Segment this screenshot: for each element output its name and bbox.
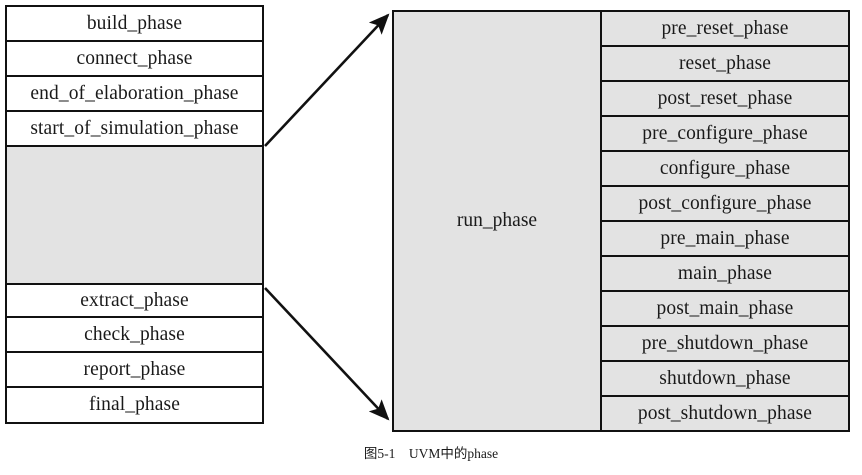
- run-subphase-list: pre_reset_phase reset_phase post_reset_p…: [600, 12, 848, 430]
- subphase-cell-reset[interactable]: reset_phase: [602, 47, 848, 82]
- subphase-cell-pre-shutdown[interactable]: pre_shutdown_phase: [602, 327, 848, 362]
- subphase-label: pre_main_phase: [660, 227, 790, 249]
- subphase-label: pre_shutdown_phase: [641, 332, 809, 354]
- subphase-cell-main[interactable]: main_phase: [602, 257, 848, 292]
- subphase-label: shutdown_phase: [659, 367, 791, 389]
- phase-label: final_phase: [89, 394, 180, 416]
- subphase-label: post_main_phase: [656, 297, 794, 319]
- subphase-label: configure_phase: [659, 157, 791, 179]
- subphase-cell-pre-configure[interactable]: pre_configure_phase: [602, 117, 848, 152]
- arrow-top: [264, 13, 390, 147]
- run-phase-label: run_phase: [456, 210, 538, 232]
- figure-caption: 图5-1 UVM中的phase: [363, 446, 499, 461]
- phase-cell-extract[interactable]: extract_phase: [7, 283, 262, 318]
- phase-label: extract_phase: [80, 289, 189, 311]
- subphase-cell-post-configure[interactable]: post_configure_phase: [602, 187, 848, 222]
- phase-cell-connect[interactable]: connect_phase: [7, 42, 262, 77]
- run-phase-label-cell[interactable]: run_phase: [394, 12, 600, 430]
- left-phase-column: build_phase connect_phase end_of_elabora…: [5, 5, 264, 424]
- arrow-bottom: [264, 287, 390, 421]
- subphase-cell-post-shutdown[interactable]: post_shutdown_phase: [602, 397, 848, 430]
- subphase-cell-post-reset[interactable]: post_reset_phase: [602, 82, 848, 117]
- subphase-cell-pre-reset[interactable]: pre_reset_phase: [602, 12, 848, 47]
- subphase-cell-post-main[interactable]: post_main_phase: [602, 292, 848, 327]
- subphase-label: post_reset_phase: [657, 87, 793, 109]
- subphase-cell-configure[interactable]: configure_phase: [602, 152, 848, 187]
- run-phase-placeholder-region: [7, 147, 262, 283]
- subphase-label: post_configure_phase: [638, 192, 812, 214]
- run-phase-box: run_phase pre_reset_phase reset_phase po…: [392, 10, 850, 432]
- subphase-label: pre_reset_phase: [661, 17, 789, 39]
- phase-label: check_phase: [84, 323, 185, 345]
- subphase-cell-pre-main[interactable]: pre_main_phase: [602, 222, 848, 257]
- phase-label: end_of_elaboration_phase: [30, 82, 239, 104]
- subphase-cell-shutdown[interactable]: shutdown_phase: [602, 362, 848, 397]
- phase-label: build_phase: [86, 12, 183, 34]
- phase-label: start_of_simulation_phase: [30, 117, 239, 139]
- subphase-label: post_shutdown_phase: [637, 402, 813, 424]
- pre-run-phase-group: build_phase connect_phase end_of_elabora…: [7, 7, 262, 147]
- phase-cell-start-of-simulation[interactable]: start_of_simulation_phase: [7, 112, 262, 147]
- subphase-label: pre_configure_phase: [642, 122, 808, 144]
- phase-cell-build[interactable]: build_phase: [7, 7, 262, 42]
- subphase-label: reset_phase: [678, 52, 772, 74]
- phase-cell-report[interactable]: report_phase: [7, 353, 262, 388]
- phase-cell-check[interactable]: check_phase: [7, 318, 262, 353]
- post-run-phase-group: extract_phase check_phase report_phase f…: [7, 283, 262, 422]
- subphase-label: main_phase: [677, 262, 773, 284]
- phase-label: connect_phase: [76, 47, 193, 69]
- phase-cell-end-of-elaboration[interactable]: end_of_elaboration_phase: [7, 77, 262, 112]
- phase-cell-final[interactable]: final_phase: [7, 388, 262, 422]
- phase-label: report_phase: [83, 358, 186, 380]
